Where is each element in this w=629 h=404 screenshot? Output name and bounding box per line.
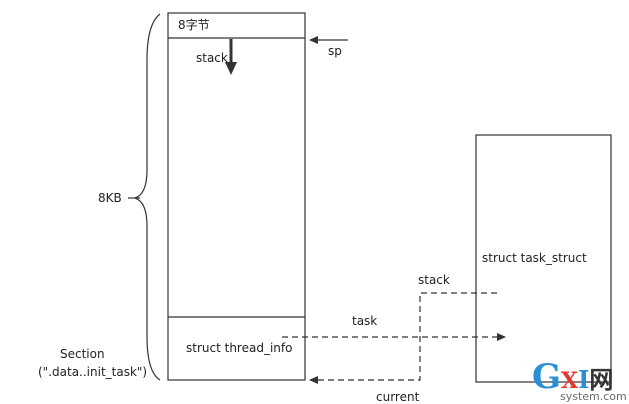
stack-pointer-label: stack xyxy=(418,273,450,287)
stack-label: stack xyxy=(196,51,228,65)
size-label: 8KB xyxy=(98,191,122,205)
stack-growth-arrowhead xyxy=(225,62,237,75)
bytes8-label: 8字节 xyxy=(178,17,210,32)
current-label: current xyxy=(376,390,420,404)
section-label-line1: Section xyxy=(60,347,105,361)
watermark-cn: 网 xyxy=(589,365,613,394)
kernel-stack-region xyxy=(167,12,306,381)
section-label-line2: (".data..init_task") xyxy=(38,365,147,379)
task-struct-label: struct task_struct xyxy=(482,251,587,265)
watermark-g: G xyxy=(532,357,561,397)
stack-pointer-line xyxy=(309,292,497,384)
thread-info-label: struct thread_info xyxy=(186,341,292,355)
watermark-site: system.com xyxy=(560,390,627,403)
task-label: task xyxy=(352,314,377,328)
watermark-x: X xyxy=(561,368,579,394)
svg-text:GXI网: GXI网 xyxy=(532,357,613,397)
size-brace xyxy=(133,13,161,381)
sp-label: sp xyxy=(328,44,342,58)
site-watermark: GXI网 system.com xyxy=(532,357,627,403)
watermark-i: I xyxy=(578,365,589,394)
task-struct-box xyxy=(475,134,612,383)
